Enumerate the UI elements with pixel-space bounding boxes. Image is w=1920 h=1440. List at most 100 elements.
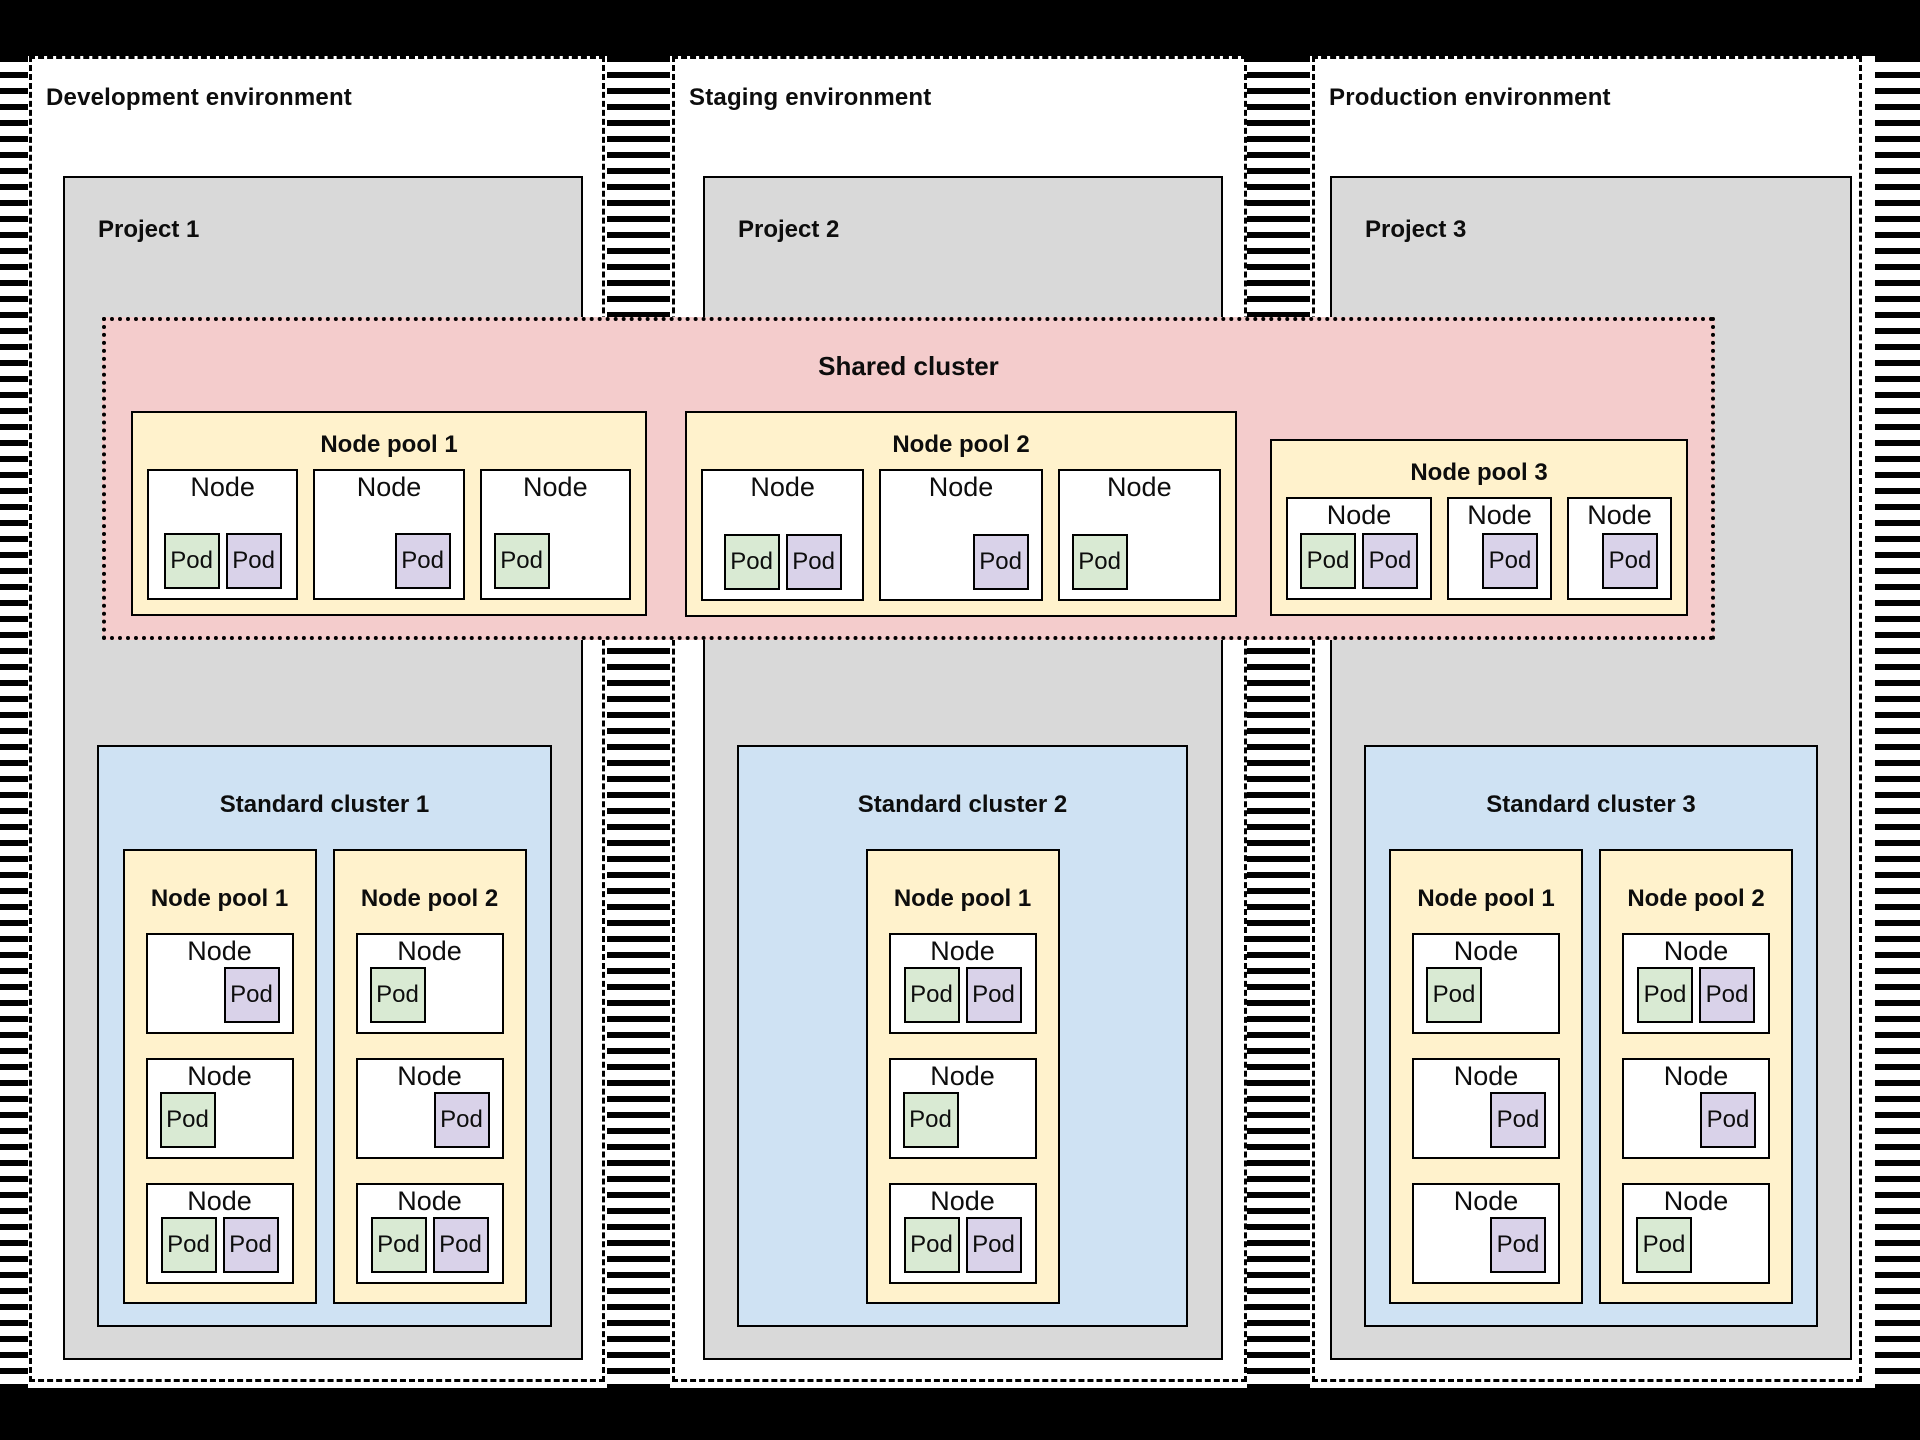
pod-purple: Pod [394,533,451,589]
pod-purple: Pod [965,967,1022,1023]
node-label: Node [397,1186,462,1216]
node-label: Node [187,936,252,966]
top-frame-bar [0,0,1920,56]
node-label: Node [187,1061,252,1091]
pod-purple: Pod [1482,533,1538,589]
pod-green: Pod [902,1092,959,1148]
pod-green: Pod [903,1217,960,1273]
node-label: Node [523,472,588,502]
node-pool-title: Node pool 2 [360,885,499,912]
project-title: Project 1 [98,216,200,243]
pods-row: Pod [1414,1092,1558,1157]
environment-development: Development environment Project 1 Standa… [29,56,605,1382]
node-pool-title: Node pool 1 [1417,885,1555,912]
node-label: Node [930,936,995,966]
pods-row: Pod [1569,531,1670,598]
hatch-band-dev-staging [607,56,670,1388]
pod-purple: Pod [225,533,282,589]
pod-purple: Pod [972,534,1029,590]
pod-green: Pod [1071,534,1128,590]
pods-row: Pod [358,1092,502,1157]
environment-production: Production environment Project 3 Standar… [1312,56,1862,1382]
pod-green: Pod [1637,967,1693,1023]
pod-purple: Pod [432,1217,489,1273]
pod-purple: Pod [1362,533,1418,589]
pod-purple: Pod [965,1217,1022,1273]
pods-row: Pod [358,967,502,1032]
node-label: Node [397,936,462,966]
pod-purple: Pod [1700,1092,1756,1148]
node-label: Node [1587,500,1652,530]
node-pool-title: Node pool 1 [150,885,289,912]
pod-green: Pod [369,967,426,1023]
node-label: Node [930,1186,995,1216]
pods-row: Pod [148,1092,292,1157]
environment-title: Development environment [46,84,352,111]
hatch-band-right [1875,56,1920,1388]
node-label: Node [356,472,422,502]
pod-purple: Pod [785,534,842,590]
pod-green: Pod [903,967,960,1023]
hatch-band-left [0,56,28,1388]
node-label: Node [1107,472,1172,502]
pod-purple: Pod [222,1217,279,1273]
pod-green: Pod [1636,1217,1692,1273]
bottom-frame-bar [0,1388,1920,1440]
node-label: Node [397,1061,462,1091]
pods-row: Pod [1060,503,1219,599]
pod-green: Pod [493,533,550,589]
pods-row: Pod [1414,967,1558,1032]
pod-purple: Pod [433,1092,490,1148]
node-label: Node [1663,1061,1729,1091]
node-label: Node [928,472,994,502]
node-label: Node [1663,936,1729,966]
node-label: Node [1467,500,1532,530]
node-label: Node [1453,1186,1519,1216]
node-pool-title: Node pool 3 [1410,459,1548,486]
pod-purple: Pod [1490,1217,1546,1273]
pods-row: Pod [1624,1092,1768,1157]
node-label: Node [1453,936,1519,966]
pods-row: Pod [315,503,462,598]
hatch-band-staging-prod [1247,56,1310,1388]
environment-title: Staging environment [689,84,932,111]
pods-row: Pod [482,503,629,598]
standard-cluster-title: Standard cluster 3 [1486,791,1696,818]
node-label: Node [1663,1186,1729,1216]
project-3-box: Project 3 Standard cluster 3 Node pool 1… [1330,176,1852,1360]
